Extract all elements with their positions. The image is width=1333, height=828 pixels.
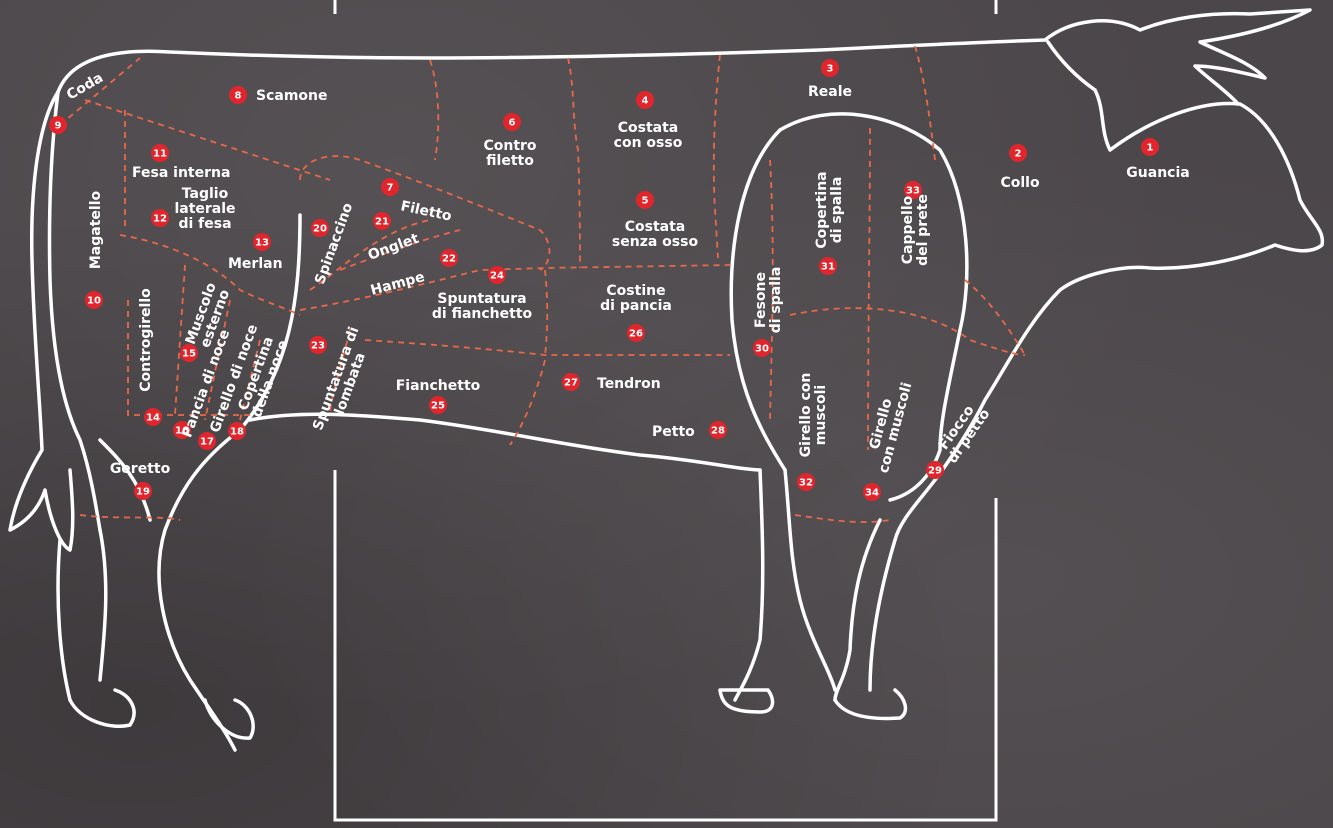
cut-34: 34 Girellocon muscoli xyxy=(861,377,915,501)
cut-label: Costatasenza osso xyxy=(612,219,699,250)
cut-label: Magatello xyxy=(88,191,104,270)
cut-number: 30 xyxy=(755,344,769,355)
cut-10: 10 Magatello xyxy=(85,191,104,310)
cut-number: 11 xyxy=(153,149,167,160)
cut-19: 19 Geretto xyxy=(110,461,171,500)
cut-label: Reale xyxy=(808,84,852,100)
cut-number: 4 xyxy=(642,96,649,107)
cut-number: 6 xyxy=(509,118,516,129)
cut-label: Girellocon muscoli xyxy=(861,377,915,475)
cut-25: 25 Fianchetto xyxy=(396,378,481,414)
cut-number: 15 xyxy=(182,349,196,360)
cut-number: 19 xyxy=(136,487,150,498)
cut-number: 21 xyxy=(375,217,389,228)
cut-number: 22 xyxy=(442,254,456,265)
cut-number: 34 xyxy=(865,488,879,499)
cut-label: Petto xyxy=(652,424,695,440)
cut-number: 7 xyxy=(387,183,394,194)
cut-number: 32 xyxy=(799,478,813,489)
cut-31: 31 Copertinadi spalla xyxy=(814,171,845,275)
cut-label: Geretto xyxy=(110,461,171,477)
cut-5: 5Costatasenza osso xyxy=(612,191,699,250)
cut-number: 18 xyxy=(230,427,244,438)
cut-number: 20 xyxy=(313,224,327,235)
cut-number: 24 xyxy=(490,271,504,282)
cut-label: Fesa interna xyxy=(132,165,230,181)
cut-label: Merlan xyxy=(228,256,283,272)
cut-number: 27 xyxy=(564,378,578,389)
cut-label: Fianchetto xyxy=(396,378,481,394)
cut-27: 27 Tendron xyxy=(562,373,661,392)
cut-label: Spinaccino xyxy=(312,200,356,286)
cut-label: Guancia xyxy=(1126,165,1189,181)
cut-14: 14 Controgirello xyxy=(138,288,162,426)
cut-number: 28 xyxy=(711,426,725,437)
cut-number: 13 xyxy=(255,238,269,249)
cut-number: 17 xyxy=(200,437,214,448)
cut-28: 28 Petto xyxy=(652,421,727,440)
cut-number: 26 xyxy=(629,329,643,340)
cut-number: 12 xyxy=(153,214,167,225)
cut-number: 3 xyxy=(827,64,834,75)
cut-20: 20Spinaccino xyxy=(311,200,356,286)
cut-number: 10 xyxy=(87,296,101,307)
cut-24: 24Spuntaturadi fianchetto xyxy=(432,266,533,322)
cut-label: Tendron xyxy=(597,376,661,392)
cut-number: 1 xyxy=(1147,143,1154,154)
cut-label: Scamone xyxy=(256,88,328,104)
cut-8: 8 Scamone xyxy=(229,86,328,104)
cut-label: Hampe xyxy=(369,269,427,299)
cut-label: Onglet xyxy=(366,231,421,264)
cut-label: Collo xyxy=(1000,175,1039,191)
cut-label: Cappellodel prete xyxy=(900,194,931,266)
cut-label: Controgirello xyxy=(138,288,154,392)
cut-number: 29 xyxy=(928,466,942,477)
cut-30: 30 Fesonedi spalla xyxy=(753,267,784,357)
cut-number: 9 xyxy=(55,121,62,132)
cut-number: 2 xyxy=(1015,149,1022,160)
cut-23: 23Spuntatura dilombata xyxy=(309,325,376,438)
cut-label: Fesonedi spalla xyxy=(753,267,784,334)
cut-number: 14 xyxy=(146,413,160,424)
cut-label: Girello conmuscoli xyxy=(798,373,829,458)
cut-number: 5 xyxy=(642,196,649,207)
cut-label: Copertinadi spalla xyxy=(814,171,845,248)
cut-32: 32 Girello conmuscoli xyxy=(797,373,829,491)
cut-number: 31 xyxy=(821,262,835,273)
cut-number: 25 xyxy=(431,401,445,412)
cut-number: 23 xyxy=(311,341,325,352)
cut-number: 8 xyxy=(235,91,242,102)
